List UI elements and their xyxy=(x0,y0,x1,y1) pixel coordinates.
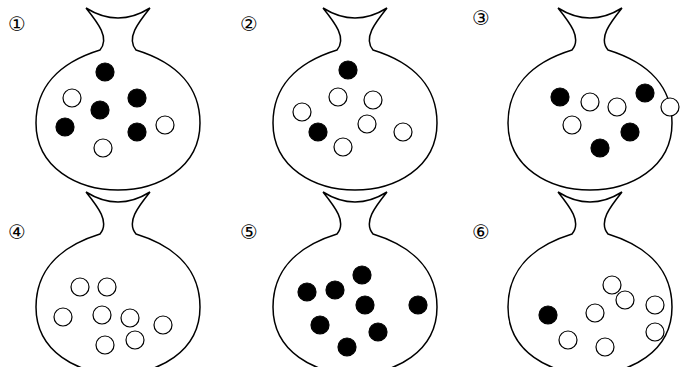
callout-number: ② xyxy=(240,14,258,34)
white-balls xyxy=(54,88,679,356)
black-balls xyxy=(56,61,654,356)
callout-number: ③ xyxy=(472,8,490,28)
bag-outline xyxy=(36,8,672,367)
callout-number: ④ xyxy=(8,222,26,242)
callout-number: ① xyxy=(8,14,26,34)
callout-number: ⑤ xyxy=(240,222,258,242)
callout-number: ⑥ xyxy=(472,222,490,242)
